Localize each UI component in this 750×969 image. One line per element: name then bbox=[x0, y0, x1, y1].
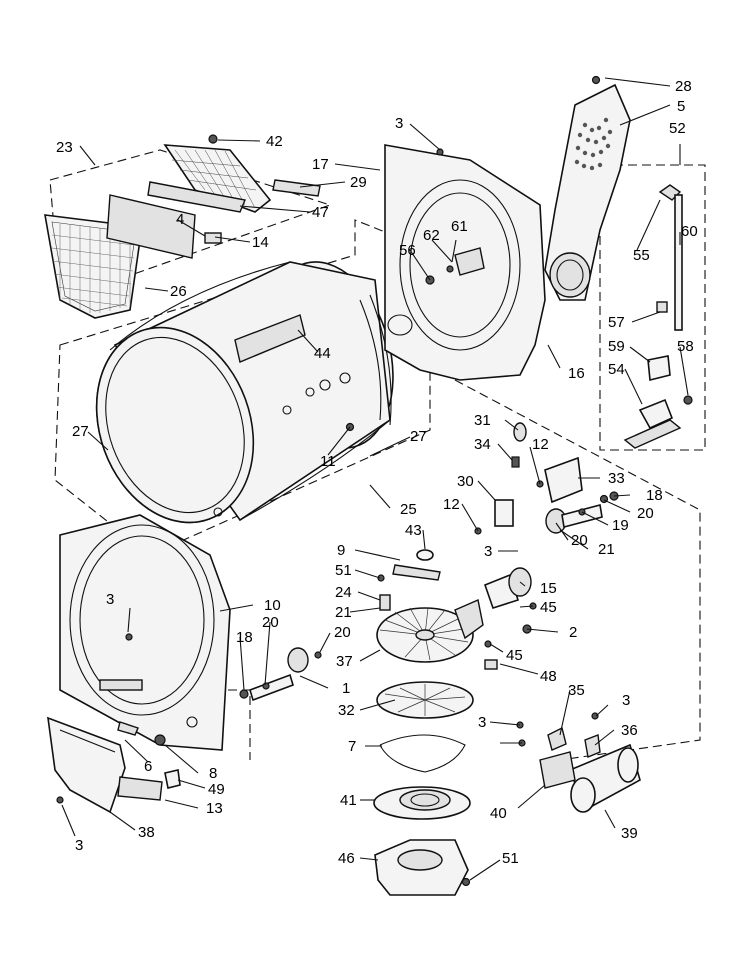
callout-58: 58 bbox=[677, 338, 694, 355]
drive-motor bbox=[516, 712, 641, 813]
callout-48: 48 bbox=[540, 668, 557, 685]
callout-36: 36 bbox=[621, 722, 638, 739]
callout-30: 30 bbox=[457, 473, 474, 490]
drum-group-outline bbox=[54, 219, 431, 556]
callout-13: 13 bbox=[206, 800, 223, 817]
callout-62: 62 bbox=[423, 227, 440, 244]
callout-6: 6 bbox=[144, 758, 152, 775]
callout-39: 39 bbox=[621, 825, 638, 842]
blower-housing-stack bbox=[373, 681, 474, 896]
callout-12-upper: 12 bbox=[532, 436, 549, 453]
front-bulkhead bbox=[59, 514, 231, 751]
callout-59: 59 bbox=[608, 338, 625, 355]
callout-20-mid: 20 bbox=[571, 532, 588, 549]
callout-labels: 28 5 52 3 17 42 23 29 47 4 14 26 62 61 5… bbox=[56, 78, 698, 867]
callout-27-left: 27 bbox=[72, 423, 89, 440]
callout-1: 1 bbox=[342, 680, 350, 697]
callout-33: 33 bbox=[608, 470, 625, 487]
callout-8: 8 bbox=[209, 765, 217, 782]
callout-46: 46 bbox=[338, 850, 355, 867]
callout-47: 47 bbox=[312, 204, 329, 221]
callout-55: 55 bbox=[633, 247, 650, 264]
callout-2: 2 bbox=[569, 624, 577, 641]
lint-duct bbox=[47, 716, 181, 814]
callout-43: 43 bbox=[405, 522, 422, 539]
heater-duct bbox=[544, 75, 631, 301]
callout-24: 24 bbox=[335, 584, 352, 601]
callout-21-mid: 21 bbox=[335, 604, 352, 621]
callout-10: 10 bbox=[264, 597, 281, 614]
thermostat-sensor-group bbox=[474, 422, 583, 535]
callout-34: 34 bbox=[474, 436, 491, 453]
callout-20-right: 20 bbox=[637, 505, 654, 522]
callout-9: 9 bbox=[337, 542, 345, 559]
callout-16: 16 bbox=[568, 365, 585, 382]
callout-3-motor-left: 3 bbox=[478, 714, 486, 731]
callout-42: 42 bbox=[266, 133, 283, 150]
blower-motor-group bbox=[376, 549, 537, 670]
callout-51-lower: 51 bbox=[502, 850, 519, 867]
leader-lines bbox=[61, 77, 689, 881]
callout-7: 7 bbox=[348, 738, 356, 755]
callout-3-bottom-left: 3 bbox=[75, 837, 83, 854]
callout-31: 31 bbox=[474, 412, 491, 429]
callout-11: 11 bbox=[320, 453, 336, 470]
callout-52: 52 bbox=[669, 120, 686, 137]
callout-35: 35 bbox=[568, 682, 585, 699]
callout-41: 41 bbox=[340, 792, 357, 809]
callout-3-left: 3 bbox=[106, 591, 114, 608]
callout-20-left: 20 bbox=[262, 614, 279, 631]
callout-56: 56 bbox=[399, 242, 416, 259]
rear-bulkhead bbox=[384, 144, 546, 381]
callout-3-mid: 3 bbox=[484, 543, 492, 560]
callout-15: 15 bbox=[540, 580, 557, 597]
callout-44: 44 bbox=[314, 345, 331, 362]
callout-4: 4 bbox=[176, 211, 184, 228]
callout-5: 5 bbox=[677, 98, 685, 115]
callout-40: 40 bbox=[490, 805, 507, 822]
callout-32: 32 bbox=[338, 702, 355, 719]
gas-valve-assembly bbox=[623, 184, 693, 449]
callout-49: 49 bbox=[208, 781, 225, 798]
callout-57: 57 bbox=[608, 314, 625, 331]
callout-19: 19 bbox=[612, 517, 629, 534]
callout-20-center: 20 bbox=[334, 624, 351, 641]
callout-3: 3 bbox=[395, 115, 403, 132]
drum bbox=[95, 261, 394, 524]
idler-pulley-left bbox=[239, 647, 322, 702]
callout-17: 17 bbox=[312, 156, 329, 173]
callout-37: 37 bbox=[336, 653, 353, 670]
callout-18-left: 18 bbox=[236, 629, 253, 646]
callout-28: 28 bbox=[675, 78, 692, 95]
callout-23: 23 bbox=[56, 139, 73, 156]
callout-60: 60 bbox=[681, 223, 698, 240]
callout-45-lower: 45 bbox=[506, 647, 523, 664]
blower-group-outline bbox=[454, 379, 701, 761]
callout-26: 26 bbox=[170, 283, 187, 300]
callout-45-upper: 45 bbox=[540, 599, 557, 616]
callout-27-right: 27 bbox=[410, 428, 427, 445]
callout-14: 14 bbox=[252, 234, 269, 251]
lint-grille bbox=[106, 134, 321, 259]
callout-51-upper: 51 bbox=[335, 562, 352, 579]
callout-18-right: 18 bbox=[646, 487, 663, 504]
callout-3-motor-right: 3 bbox=[622, 692, 630, 709]
callout-38: 38 bbox=[138, 824, 155, 841]
callout-61: 61 bbox=[451, 218, 468, 235]
callout-29: 29 bbox=[350, 174, 367, 191]
gas-valve-group-outline bbox=[599, 164, 706, 451]
callout-21-right: 21 bbox=[598, 541, 615, 558]
callout-25: 25 bbox=[400, 501, 417, 518]
callout-12-lower: 12 bbox=[443, 496, 460, 513]
callout-54: 54 bbox=[608, 361, 625, 378]
